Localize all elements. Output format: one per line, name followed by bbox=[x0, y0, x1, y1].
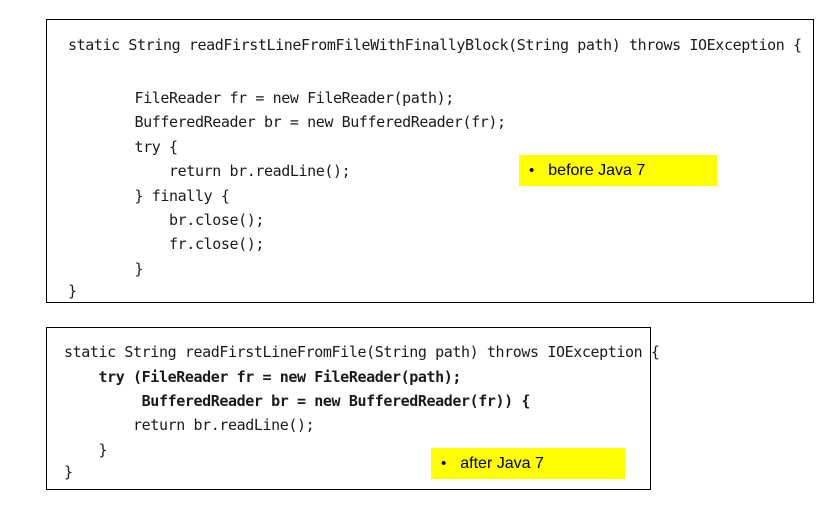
code-line: static String readFirstLineFromFile(Stri… bbox=[64, 343, 660, 361]
code-line: return br.readLine(); bbox=[64, 416, 315, 434]
code-line: BufferedReader br = new BufferedReader(f… bbox=[64, 392, 531, 410]
code-line: } finally { bbox=[100, 187, 230, 205]
label-text: after Java 7 bbox=[460, 454, 544, 472]
code-line: try { bbox=[100, 138, 179, 156]
code-line: fr.close(); bbox=[100, 235, 264, 253]
code-line: return br.readLine(); bbox=[100, 162, 351, 180]
code-line: static String readFirstLineFromFileWithF… bbox=[68, 36, 802, 54]
after-java7-label: • after Java 7 bbox=[431, 448, 625, 479]
code-line: br.close(); bbox=[100, 211, 264, 229]
code-line: } bbox=[100, 260, 144, 278]
code-line: } bbox=[64, 441, 108, 459]
bullet-icon: • bbox=[529, 162, 535, 179]
code-line: } bbox=[64, 463, 73, 481]
code-line: BufferedReader br = new BufferedReader(f… bbox=[100, 113, 507, 131]
before-java7-label: • before Java 7 bbox=[519, 155, 717, 186]
label-text: before Java 7 bbox=[548, 161, 646, 179]
code-line: } bbox=[68, 282, 77, 300]
code-line: try (FileReader fr = new FileReader(path… bbox=[64, 368, 462, 386]
code-line: FileReader fr = new FileReader(path); bbox=[100, 89, 455, 107]
bullet-icon: • bbox=[441, 455, 447, 472]
